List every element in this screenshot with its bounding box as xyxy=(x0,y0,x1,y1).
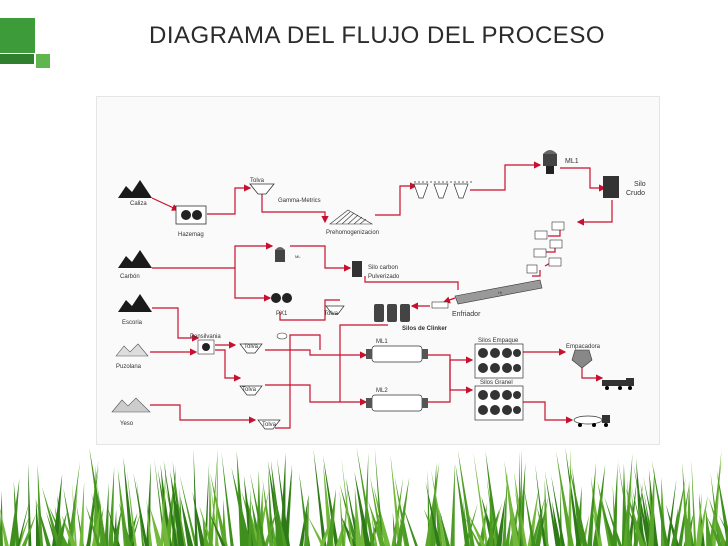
slide-title: DIAGRAMA DEL FLUJO DEL PROCESO xyxy=(149,22,605,49)
tanker-truck-icon xyxy=(573,415,610,427)
caliza-label: Caliza xyxy=(130,201,147,207)
cement-mill-ml2-icon xyxy=(366,394,428,412)
decor-square-small xyxy=(36,54,50,68)
enfriador-label: Enfriador xyxy=(452,311,481,318)
coal-mill-icon xyxy=(275,247,285,262)
px1-label: PX1 xyxy=(276,311,288,317)
pensilvania-crusher-icon xyxy=(197,339,215,355)
hazemag-label: Hazemag xyxy=(178,232,204,238)
rotary-kiln-icon xyxy=(454,279,543,305)
silo-crudo-label-2: Crudo xyxy=(626,190,645,197)
puzolana-label: Puzolana xyxy=(116,364,142,370)
silos-clinker-label: Silos de Clinker xyxy=(402,326,448,332)
tolva-lower-3-label: Tolva xyxy=(262,422,277,428)
silos-clinker-icon xyxy=(374,304,410,322)
silo-carbon-label-2: Pulverizado xyxy=(368,274,400,280)
dosing-hoppers-icon xyxy=(413,181,474,199)
tolva-lower-2-icon xyxy=(239,385,263,396)
empacadora-label: Empacadora xyxy=(566,344,601,350)
enfriador-icon xyxy=(431,301,449,309)
diagram-panel xyxy=(96,96,660,445)
ml2-mill-label: ML2 xyxy=(376,388,388,394)
ml1-mill-label: ML1 xyxy=(376,339,388,345)
tolva-lower-3-icon xyxy=(257,419,281,430)
tolva-top-label: Tolva xyxy=(250,178,265,184)
silos-empaque-label: Silos Empaque xyxy=(478,338,519,344)
tolva-lower-1-label: Tolva xyxy=(244,344,259,350)
escoria-pile-icon xyxy=(118,294,152,312)
small-feeder-icon xyxy=(276,332,288,340)
kiln-label: HI xyxy=(498,290,502,295)
yeso-pile-icon xyxy=(111,397,151,413)
raw-mill-ml1-icon xyxy=(543,150,557,174)
tolva-lower-2-label: Tolva xyxy=(242,387,257,393)
pensilvania-label: Pensilvania xyxy=(190,334,221,340)
decor-square-bar xyxy=(0,54,34,64)
tolva-middle-icon xyxy=(325,305,345,315)
gamma-metrics-label: Gamma-Metrics xyxy=(278,198,321,204)
prehomogenization-pile-icon xyxy=(329,209,374,225)
escoria-label: Escoria xyxy=(122,320,143,326)
yeso-label: Yeso xyxy=(120,421,134,427)
silo-carbon-icon xyxy=(352,261,362,277)
caliza-pile-icon xyxy=(118,180,152,198)
silo-carbon-label-1: Silo carbon xyxy=(368,265,398,271)
truck-icon xyxy=(602,378,634,390)
silo-crudo-icon xyxy=(603,176,619,198)
cement-mill-ml1-icon xyxy=(366,345,428,363)
empacadora-icon xyxy=(571,349,593,369)
silos-granel-icon xyxy=(474,385,524,421)
tolva-lower-1-icon xyxy=(239,343,263,354)
puzolana-pile-icon xyxy=(115,343,149,357)
grass-footer-decoration xyxy=(0,446,728,546)
decor-square-large xyxy=(0,18,35,53)
silos-granel-label: Silos Granel xyxy=(480,380,513,386)
silo-crudo-label-1: Silo xyxy=(634,181,646,188)
tolva-top-icon xyxy=(249,183,275,195)
small-ml-label: ML xyxy=(295,254,301,259)
carbon-pile-icon xyxy=(118,250,152,268)
prehomogenizacion-label: Prehomogenizacion xyxy=(326,230,379,236)
hazemag-crusher-icon xyxy=(175,205,207,225)
ml1-top-label: ML1 xyxy=(565,158,579,165)
silos-empaque-icon xyxy=(474,343,524,379)
tolva-middle-label: Tolva xyxy=(324,311,339,317)
flow-lines xyxy=(150,161,613,429)
preheater-cyclones-icon xyxy=(526,221,565,274)
px1-crusher-icon xyxy=(271,293,292,303)
carbon-label: Carbón xyxy=(120,274,140,280)
